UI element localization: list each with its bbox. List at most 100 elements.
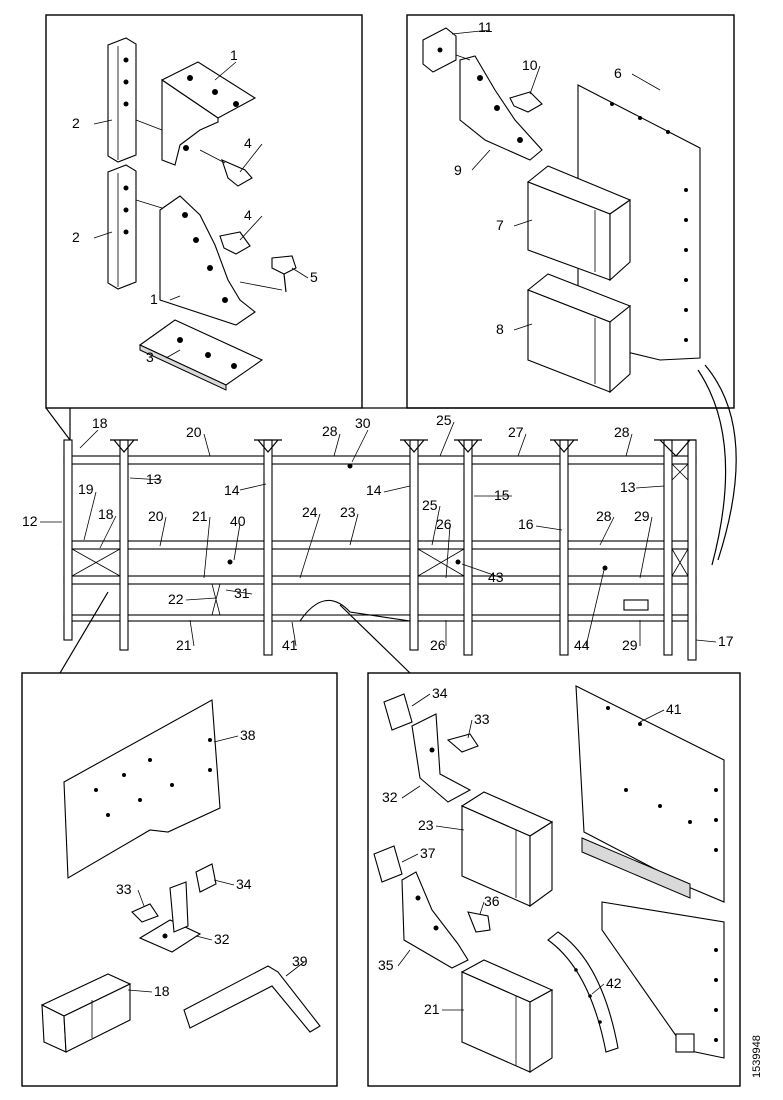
leader-line <box>239 483 267 491</box>
leader-line <box>225 589 253 595</box>
leader-line <box>93 231 113 239</box>
leader-curve <box>697 369 727 566</box>
post <box>263 439 273 656</box>
callout-label: 9 <box>454 162 462 178</box>
beam-part <box>460 791 554 908</box>
post <box>559 439 569 656</box>
callout-label: 1 <box>230 47 238 63</box>
callout-label: 1 <box>150 291 158 307</box>
leader-line <box>195 935 213 941</box>
leader-line <box>159 516 167 547</box>
callout-label: 43 <box>488 569 504 585</box>
screw-part <box>509 91 543 113</box>
leader-line <box>599 516 615 546</box>
callout-label: 10 <box>522 57 538 73</box>
bracket-part <box>138 881 202 953</box>
callout-label: 29 <box>634 508 650 524</box>
plate-part <box>383 693 413 731</box>
callout-label: 18 <box>92 415 108 431</box>
panel-plate-part <box>575 685 725 903</box>
panel-plate-part <box>601 901 725 1059</box>
callout-label: 25 <box>436 412 452 428</box>
rail-part <box>107 164 137 290</box>
post <box>63 439 73 641</box>
leader-line <box>83 491 97 541</box>
leader-line <box>169 295 181 301</box>
callout-label: 39 <box>292 953 308 969</box>
leader-line <box>479 901 485 915</box>
callout-label: 28 <box>614 424 630 440</box>
leader-lines <box>40 29 717 1011</box>
callout-label: 37 <box>420 845 436 861</box>
callout-label: 18 <box>98 506 114 522</box>
callout-label: 7 <box>496 217 504 233</box>
callout-label: 8 <box>496 321 504 337</box>
bracket-part <box>135 61 257 166</box>
callout-label: 30 <box>355 415 371 431</box>
callout-label: 3 <box>146 349 154 365</box>
panel-plate-part <box>63 699 221 879</box>
leader-line <box>239 215 263 241</box>
leader-line <box>401 785 421 799</box>
leader-line <box>451 29 491 35</box>
post <box>687 439 697 661</box>
callout-label: 2 <box>72 115 80 131</box>
leader-line <box>129 477 163 481</box>
leader-curve <box>704 364 737 561</box>
callout-label: 41 <box>666 701 682 717</box>
leader-line <box>291 621 297 647</box>
leader-line <box>203 433 211 457</box>
callout-label: 31 <box>234 585 250 601</box>
leader-line <box>445 525 451 579</box>
plate-part <box>138 319 264 391</box>
leader-line <box>351 429 369 463</box>
leader-line <box>513 219 533 227</box>
leader-line <box>467 719 473 739</box>
leader-line <box>99 515 117 549</box>
leader-line <box>239 143 263 173</box>
callout-label: 6 <box>614 65 622 81</box>
callout-label: 38 <box>240 727 256 743</box>
callout-label: 23 <box>418 817 434 833</box>
leader-line <box>695 639 717 643</box>
leader-line <box>439 421 455 457</box>
beam-part <box>526 273 632 394</box>
screw-part <box>467 911 491 933</box>
leader-line <box>165 349 181 359</box>
bracket-part <box>411 713 472 803</box>
label-plate <box>623 599 649 611</box>
leader-line <box>435 825 465 831</box>
callout-label: 13 <box>146 471 162 487</box>
leader-line <box>349 513 359 546</box>
callout-label: 33 <box>474 711 490 727</box>
leader-line <box>461 563 503 579</box>
callout-label: 42 <box>606 975 622 991</box>
callout-label: 21 <box>192 508 208 524</box>
strip-part <box>547 931 619 1053</box>
post <box>663 439 673 656</box>
callout-label: 2 <box>72 229 80 245</box>
leader-line <box>639 516 653 579</box>
angle-part <box>183 965 321 1033</box>
callout-label: 4 <box>244 207 252 223</box>
screw-part <box>446 733 479 753</box>
callout-label: 26 <box>430 637 446 653</box>
callout-label: 33 <box>116 881 132 897</box>
screw-part <box>239 255 297 293</box>
callout-label: 17 <box>718 633 734 649</box>
callout-label: 14 <box>224 482 240 498</box>
leader-line <box>214 61 237 81</box>
callout-label: 28 <box>322 423 338 439</box>
callout-label: 34 <box>432 685 448 701</box>
leader-line <box>189 619 195 647</box>
leader-line <box>401 853 419 863</box>
callout-label: 44 <box>574 637 590 653</box>
leader-line <box>213 879 235 886</box>
leader-line <box>137 889 145 907</box>
leader-line <box>625 433 633 457</box>
leader-line <box>383 485 411 493</box>
callout-label: 14 <box>366 482 382 498</box>
callout-label: 29 <box>622 637 638 653</box>
leader-line <box>535 525 563 531</box>
leader-line <box>585 569 605 647</box>
